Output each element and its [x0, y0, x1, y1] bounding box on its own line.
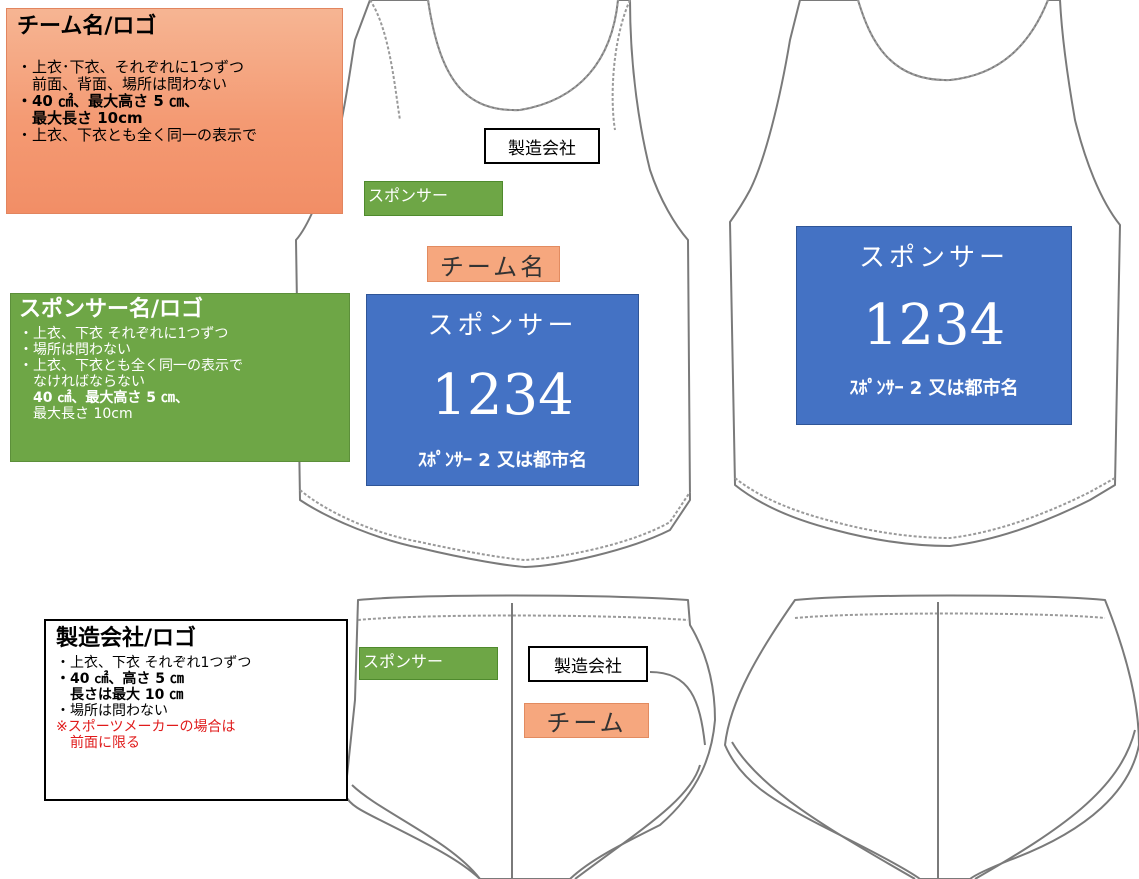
- sponsor-rule-line: 最大長さ 10cm: [19, 406, 133, 422]
- back-shorts-outline: [724, 594, 1139, 879]
- bib-sub-sponsor: ｽﾎﾟﾝｻｰ 2 又は都市名: [417, 450, 588, 471]
- top-front-race-bib: スポンサー 1234 ｽﾎﾟﾝｻｰ 2 又は都市名: [366, 294, 639, 486]
- maker-callout-rules: ・上衣、下衣 それぞれ1つずつ ・40 ㎠、高さ 5 ㎝ 長さは最大 10 ㎝ …: [56, 655, 336, 751]
- top-front-sponsor-label: スポンサー: [364, 181, 503, 216]
- sponsor-callout-rules: ・上衣、下衣 それぞれに1つずつ ・場所は問わない ・上衣、下衣とも全く同一の表…: [19, 326, 341, 422]
- sponsor-rule-line: なければならない: [19, 374, 145, 390]
- sponsor-logo-callout: スポンサー名/ロゴ ・上衣、下衣 それぞれに1つずつ ・場所は問わない ・上衣、…: [10, 293, 350, 462]
- sponsor-rule-line: ・上衣、下衣とも全く同一の表示で: [19, 358, 243, 374]
- sponsor-callout-title: スポンサー名/ロゴ: [19, 297, 204, 322]
- bib-number: 1234: [862, 293, 1006, 358]
- maker-callout-title: 製造会社/ロゴ: [56, 626, 197, 651]
- sponsor-rule-line: 40 ㎠、最大高さ 5 ㎝、: [19, 390, 189, 406]
- maker-rule-line: ・40 ㎠、高さ 5 ㎝: [56, 671, 184, 687]
- maker-logo-callout: 製造会社/ロゴ ・上衣、下衣 それぞれ1つずつ ・40 ㎠、高さ 5 ㎝ 長さは…: [44, 619, 348, 801]
- bib-sub-sponsor: ｽﾎﾟﾝｻｰ 2 又は都市名: [849, 378, 1019, 399]
- team-callout-title: チーム名/ロゴ: [17, 14, 157, 39]
- maker-note-line: ※スポーツメーカーの場合は: [56, 719, 236, 735]
- team-logo-callout: チーム名/ロゴ ・上衣･下衣、それぞれに1つずつ 前面、背面、場所は問わない ・…: [6, 8, 343, 214]
- top-back-race-bib: スポンサー 1234 ｽﾎﾟﾝｻｰ 2 又は都市名: [796, 226, 1072, 425]
- sponsor-rule-line: ・上衣、下衣 それぞれに1つずつ: [19, 326, 229, 342]
- top-front-team-label: チーム名: [427, 246, 560, 282]
- sponsor-rule-line: ・場所は問わない: [19, 342, 131, 358]
- team-callout-rules: ・上衣･下衣、それぞれに1つずつ 前面、背面、場所は問わない ・40 ㎠、最大高…: [17, 59, 332, 144]
- shorts-front-team-label: チーム: [524, 703, 649, 738]
- team-rule-line: ・上衣、下衣とも全く同一の表示で: [17, 126, 258, 144]
- maker-rule-line: 長さは最大 10 ㎝: [56, 687, 184, 703]
- bib-sponsor-name: スポンサー: [858, 243, 1009, 273]
- maker-rule-line: ・上衣、下衣 それぞれ1つずつ: [56, 655, 252, 671]
- team-rule-line: ・上衣･下衣、それぞれに1つずつ: [17, 58, 245, 76]
- team-rule-line: ・40 ㎠、最大高さ 5 ㎝、: [17, 92, 199, 110]
- shorts-front-maker-label: 製造会社: [528, 646, 648, 682]
- shorts-front-sponsor-label: スポンサー: [359, 647, 498, 680]
- bib-sponsor-name: スポンサー: [427, 311, 578, 341]
- bib-number: 1234: [431, 363, 574, 428]
- maker-note-line: 前面に限る: [56, 735, 140, 751]
- team-rule-line: 最大長さ 10cm: [17, 109, 143, 127]
- top-front-maker-label: 製造会社: [484, 128, 600, 164]
- team-rule-line: 前面、背面、場所は問わない: [17, 75, 228, 93]
- maker-rule-line: ・場所は問わない: [56, 703, 168, 719]
